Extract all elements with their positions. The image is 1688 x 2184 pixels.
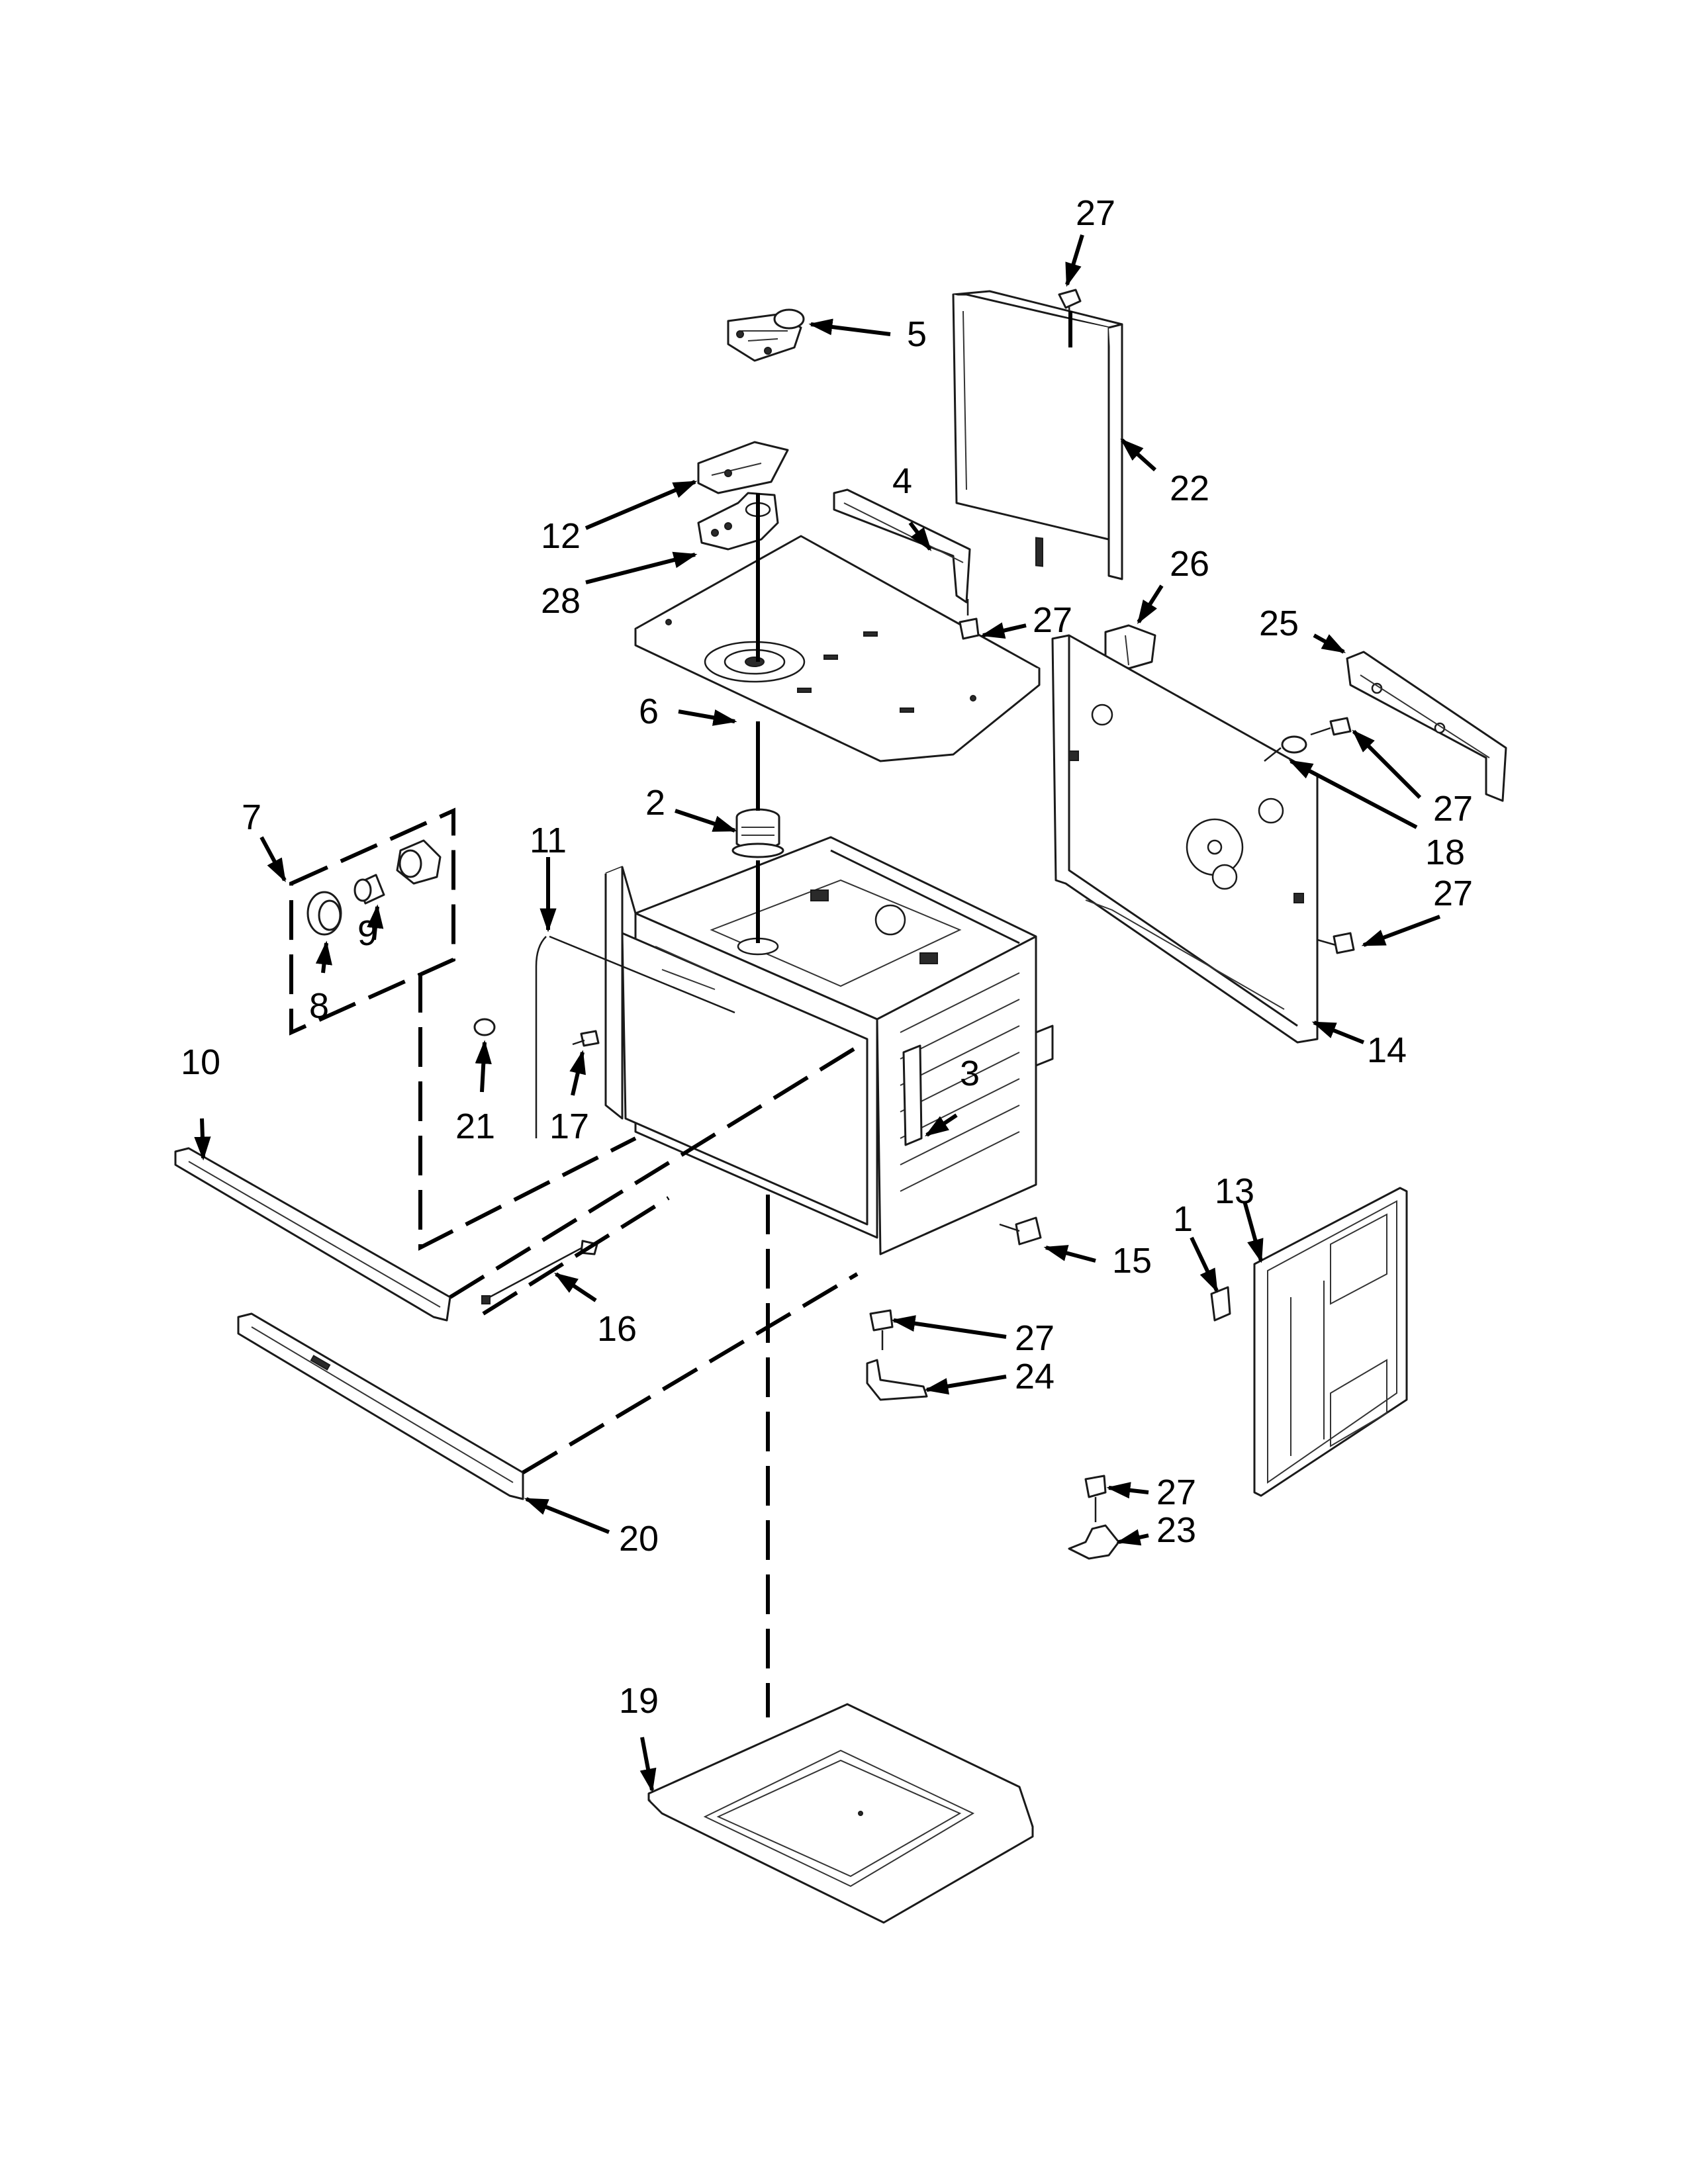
part-28-fan-bracket[interactable]: [697, 492, 779, 551]
part-17-screw[interactable]: [572, 1030, 600, 1047]
part-1-clip[interactable]: [1210, 1286, 1231, 1322]
part-16-sensor[interactable]: [481, 1240, 598, 1304]
callout-27-top-panel: 27: [1033, 600, 1072, 640]
callout-27-top: 27: [1076, 193, 1115, 233]
callout-7: 7: [242, 797, 261, 837]
dash-guide-20: [522, 1272, 859, 1475]
callout-14: 14: [1367, 1030, 1407, 1070]
part-27-screw-rear-bracket[interactable]: [1310, 717, 1352, 736]
part-11-gasket[interactable]: [535, 935, 735, 1138]
callout-1: 1: [1173, 1199, 1193, 1239]
callout-20: 20: [619, 1519, 659, 1559]
callout-25: 25: [1259, 604, 1299, 643]
part-10-front-trim[interactable]: [174, 1147, 451, 1322]
dash-guide-group-7: [418, 973, 637, 1251]
part-25-rear-bracket[interactable]: [1346, 651, 1507, 802]
callout-8: 8: [309, 986, 329, 1026]
callout-4: 4: [892, 461, 912, 501]
part-4-baffle[interactable]: [833, 488, 971, 604]
callout-24: 24: [1015, 1357, 1055, 1396]
callout-21: 21: [455, 1107, 495, 1146]
part-5-latch-motor[interactable]: [727, 308, 805, 362]
group-outline-7: [289, 807, 455, 1036]
callout-23: 23: [1156, 1510, 1196, 1550]
callout-27-bracket: 27: [1015, 1318, 1055, 1358]
callout-3: 3: [960, 1054, 980, 1093]
callout-22: 22: [1170, 469, 1209, 508]
part-6-top-panel[interactable]: [634, 535, 1041, 762]
part-9-knob-insert[interactable]: [353, 874, 385, 905]
part-front-frame[interactable]: [604, 866, 878, 1239]
part-24-bracket[interactable]: [866, 1359, 928, 1401]
part-27-screw-rear-panel[interactable]: [1317, 932, 1355, 954]
part-27-screw-bracket[interactable]: [869, 1309, 894, 1350]
leader-arrows: [194, 234, 1441, 1793]
part-7-switch[interactable]: [396, 839, 442, 885]
part-19-bottom-panel[interactable]: [647, 1703, 1034, 1924]
callout-26: 26: [1170, 544, 1209, 584]
part-15-screw[interactable]: [999, 1216, 1042, 1246]
part-20-bottom-trim[interactable]: [237, 1312, 524, 1500]
callout-15: 15: [1112, 1241, 1152, 1281]
part-2-fan-motor[interactable]: [731, 808, 784, 858]
callout-16: 16: [597, 1309, 637, 1349]
part-27-screw-top-panel[interactable]: [959, 599, 980, 640]
callout-9: 9: [357, 913, 377, 953]
callout-27-lower: 27: [1156, 1473, 1196, 1512]
callout-2: 2: [645, 783, 665, 823]
callout-19: 19: [619, 1681, 659, 1721]
part-18-washer-bracket[interactable]: [1264, 735, 1307, 762]
callout-17: 17: [549, 1107, 589, 1146]
dash-guide-16: [482, 1196, 670, 1316]
callout-12: 12: [541, 516, 581, 556]
part-27-screw-lower[interactable]: [1084, 1475, 1107, 1522]
callout-27-rear-bracket: 27: [1433, 789, 1473, 829]
callout-5: 5: [907, 314, 927, 354]
part-23-bracket[interactable]: [1068, 1524, 1120, 1560]
callout-10: 10: [181, 1042, 220, 1082]
part-8-knob[interactable]: [306, 891, 342, 936]
part-12-vent-bracket[interactable]: [697, 441, 789, 494]
part-21-plug[interactable]: [473, 1018, 496, 1036]
part-13-side-panel[interactable]: [1253, 1187, 1408, 1497]
part-22-rear-upper-panel[interactable]: [952, 290, 1123, 580]
callout-6: 6: [639, 692, 659, 731]
callout-27-rear-panel: 27: [1433, 874, 1473, 913]
dash-guide-10: [449, 1047, 855, 1299]
part-14-rear-panel[interactable]: [1051, 634, 1319, 1044]
callout-18: 18: [1425, 833, 1465, 872]
callout-13: 13: [1215, 1171, 1254, 1211]
callout-11: 11: [530, 821, 567, 860]
callout-28: 28: [541, 581, 581, 621]
